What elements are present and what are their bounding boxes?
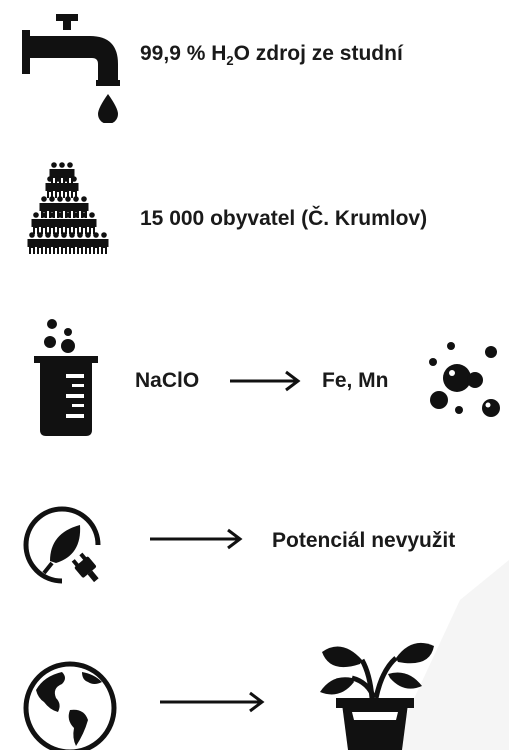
energy-potential-text: Potenciál nevyužit [272, 529, 456, 552]
arrow-right-icon [150, 528, 243, 550]
population-text: 15 000 obyvatel (Č. Krumlov) [140, 207, 428, 230]
beaker-icon [34, 319, 98, 436]
people-crowd-icon [27, 162, 109, 254]
reagent-text: NaClO [135, 369, 200, 392]
water-source-text: 99,9 % H2O zdroj ze studní [140, 43, 403, 67]
water-formula-subscript: 2 [226, 53, 234, 68]
water-formula-rest: O zdroj ze studní [233, 42, 403, 65]
water-formula-h: H [205, 42, 227, 65]
eco-plug-icon [23, 506, 101, 584]
arrow-right-icon [230, 370, 301, 392]
target-elements-text: Fe, Mn [322, 369, 389, 392]
water-tap-icon [22, 14, 120, 123]
particles-icon [429, 342, 500, 417]
globe-icon [23, 661, 117, 750]
potted-plant-icon [320, 642, 434, 750]
water-percent: 99,9 % [140, 42, 206, 65]
arrow-right-icon [160, 691, 265, 713]
